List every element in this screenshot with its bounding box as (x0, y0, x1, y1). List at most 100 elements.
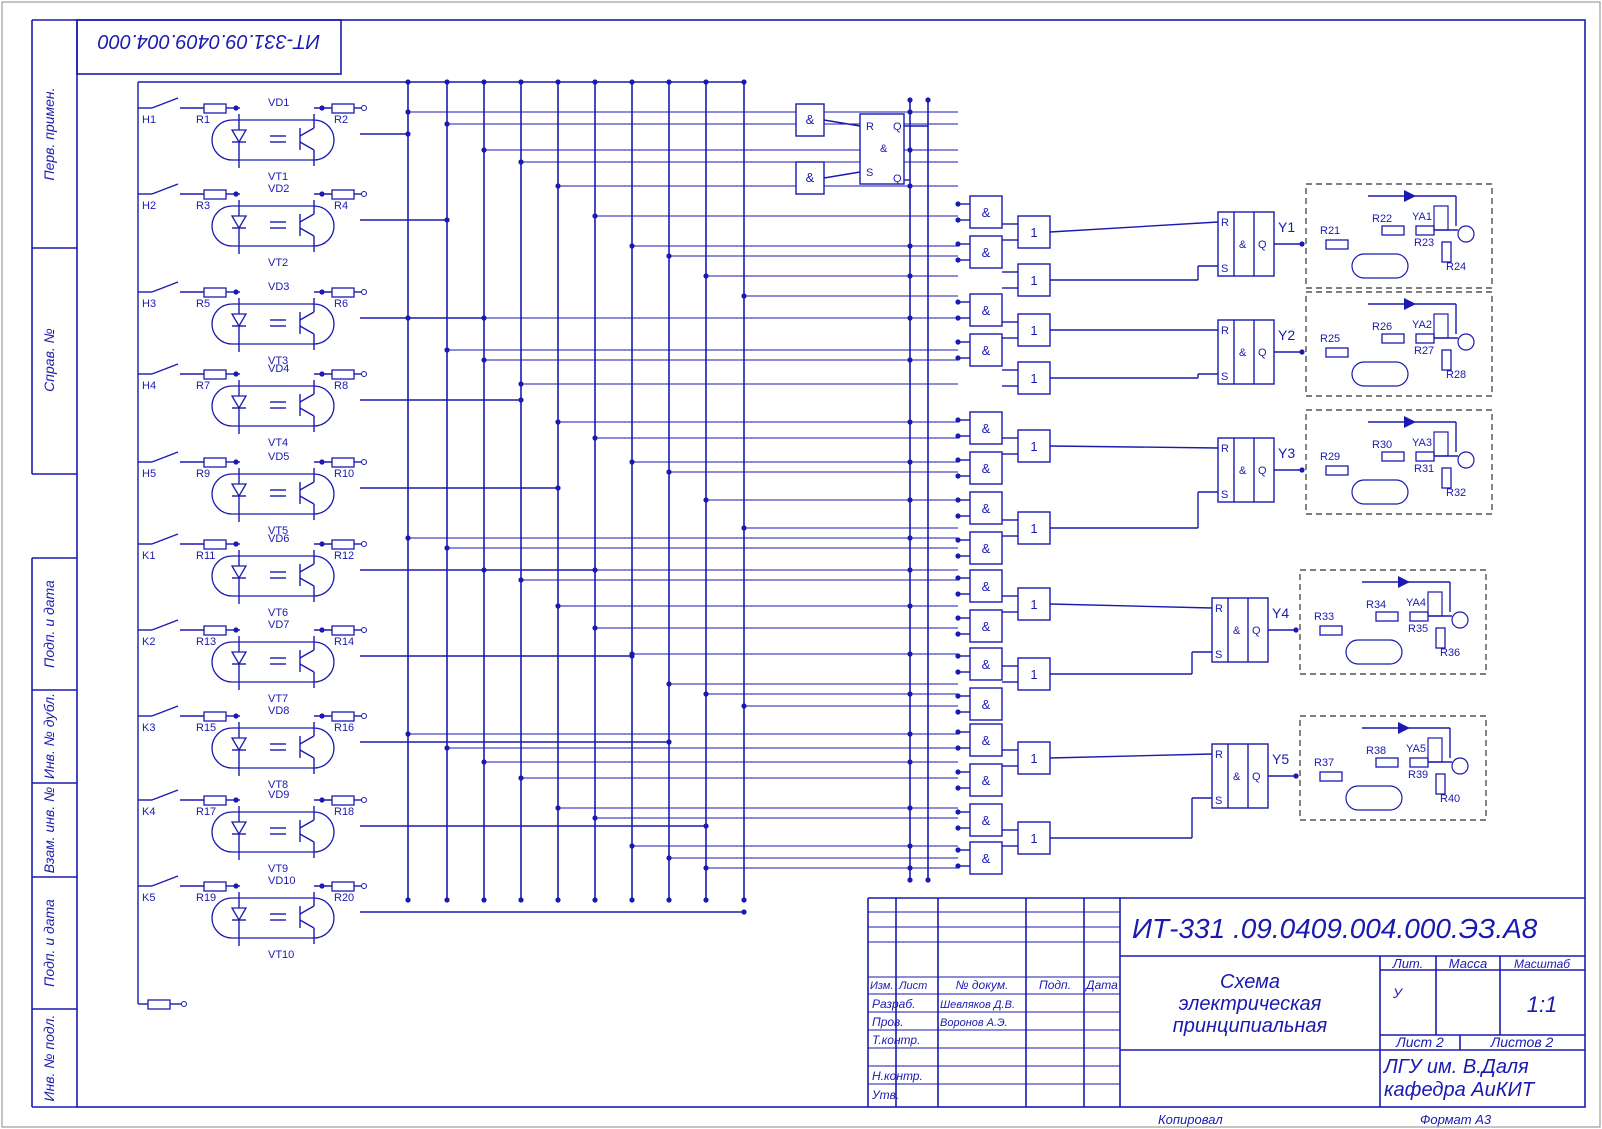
junction-dot (907, 877, 913, 883)
junction-dot (955, 339, 961, 345)
diode-label: VD8 (268, 705, 289, 717)
resistor-label: R12 (334, 550, 354, 562)
resistor-label: R5 (196, 298, 210, 310)
or-gate-label: 1 (1030, 439, 1037, 454)
side-label-perv: Перв. примен. (41, 87, 57, 180)
resistor (1375, 611, 1399, 622)
optocoupler-body (211, 897, 335, 939)
relay-label: YA1 (1412, 211, 1432, 223)
col-masshtab: Масштаб (1514, 957, 1571, 971)
resistor-label: R35 (1408, 623, 1428, 635)
relay-coil (1433, 205, 1449, 231)
or-gate (1017, 361, 1051, 395)
optocoupler-body (211, 811, 335, 853)
rs-label: & (1239, 347, 1247, 359)
junction-dot (555, 805, 561, 811)
resistor (331, 795, 355, 806)
resistor (1415, 225, 1435, 236)
relay-label: YA5 (1406, 743, 1426, 755)
wire (299, 819, 315, 829)
and-gate (969, 803, 1003, 837)
and-gate-label: & (982, 303, 991, 318)
rs-label: & (1239, 465, 1247, 477)
or-gate-label: 1 (1030, 273, 1037, 288)
junction-dot (955, 631, 961, 637)
junction-dot (907, 273, 913, 279)
rs-label: Q (893, 121, 902, 133)
led-symbol (230, 737, 248, 752)
wire (299, 127, 315, 137)
resistor (1381, 333, 1405, 344)
transistor (1451, 757, 1469, 775)
side-label-inv-dubl: Инв. № дубл. (41, 693, 57, 779)
optocoupler-body (211, 641, 335, 683)
switch-label: K2 (142, 636, 155, 648)
junction-dot (907, 759, 913, 765)
resistor (1325, 465, 1349, 476)
junction-dot (907, 691, 913, 697)
transistor-label: VT3 (268, 355, 288, 367)
optocoupler-body (1351, 253, 1409, 279)
wire (299, 577, 315, 587)
or-gate (1017, 741, 1051, 775)
transistor-label: VT6 (268, 607, 288, 619)
junction-dot (592, 815, 598, 821)
resistor-label: R2 (334, 114, 348, 126)
junction-dot (629, 897, 635, 903)
driver-box (1305, 291, 1493, 397)
switch-label: H4 (142, 380, 156, 392)
wire (1049, 445, 1219, 449)
and-gate-label: & (982, 343, 991, 358)
transistor (1451, 611, 1469, 629)
wire (299, 393, 315, 403)
optocoupler-body (211, 303, 335, 345)
junction-dot (955, 729, 961, 735)
wire (151, 451, 179, 463)
title-block-rows (868, 911, 1120, 1085)
resistor-label: R31 (1414, 463, 1434, 475)
relay-coil (1427, 591, 1443, 617)
junction-dot (481, 567, 487, 573)
junction-dot (907, 805, 913, 811)
junction-dot (319, 371, 325, 377)
optocoupler-body (211, 727, 335, 769)
junction-dot (555, 183, 561, 189)
wire (151, 363, 179, 375)
resistor-label: R36 (1440, 647, 1460, 659)
optocoupler-body (1345, 785, 1403, 811)
resistor (1381, 225, 1405, 236)
row-tkontr: Т.контр. (872, 1033, 920, 1047)
junction-dot (555, 603, 561, 609)
junction-dot (319, 713, 325, 719)
wire (299, 311, 315, 321)
junction-dot (518, 577, 524, 583)
junction-dot (666, 253, 672, 259)
junction-dot (955, 201, 961, 207)
rs-label: Q (1258, 465, 1267, 477)
resistor-label: R29 (1320, 451, 1340, 463)
junction-dot (233, 289, 239, 295)
junction-dot (907, 315, 913, 321)
resistor (1381, 451, 1405, 462)
and-gate-label: & (982, 733, 991, 748)
junction-dot (629, 243, 635, 249)
junction-dot (907, 497, 913, 503)
switch-label: H3 (142, 298, 156, 310)
junction-dot (907, 535, 913, 541)
driver-box (1305, 409, 1493, 515)
junction-dot (741, 909, 747, 915)
resistor-label: R32 (1446, 487, 1466, 499)
junction-dot (741, 703, 747, 709)
transistor (1457, 333, 1475, 351)
diode-label: VD1 (268, 97, 289, 109)
junction-dot (518, 775, 524, 781)
rs-label: Q (1252, 625, 1261, 637)
and-gate (969, 723, 1003, 757)
junction-dot (907, 147, 913, 153)
